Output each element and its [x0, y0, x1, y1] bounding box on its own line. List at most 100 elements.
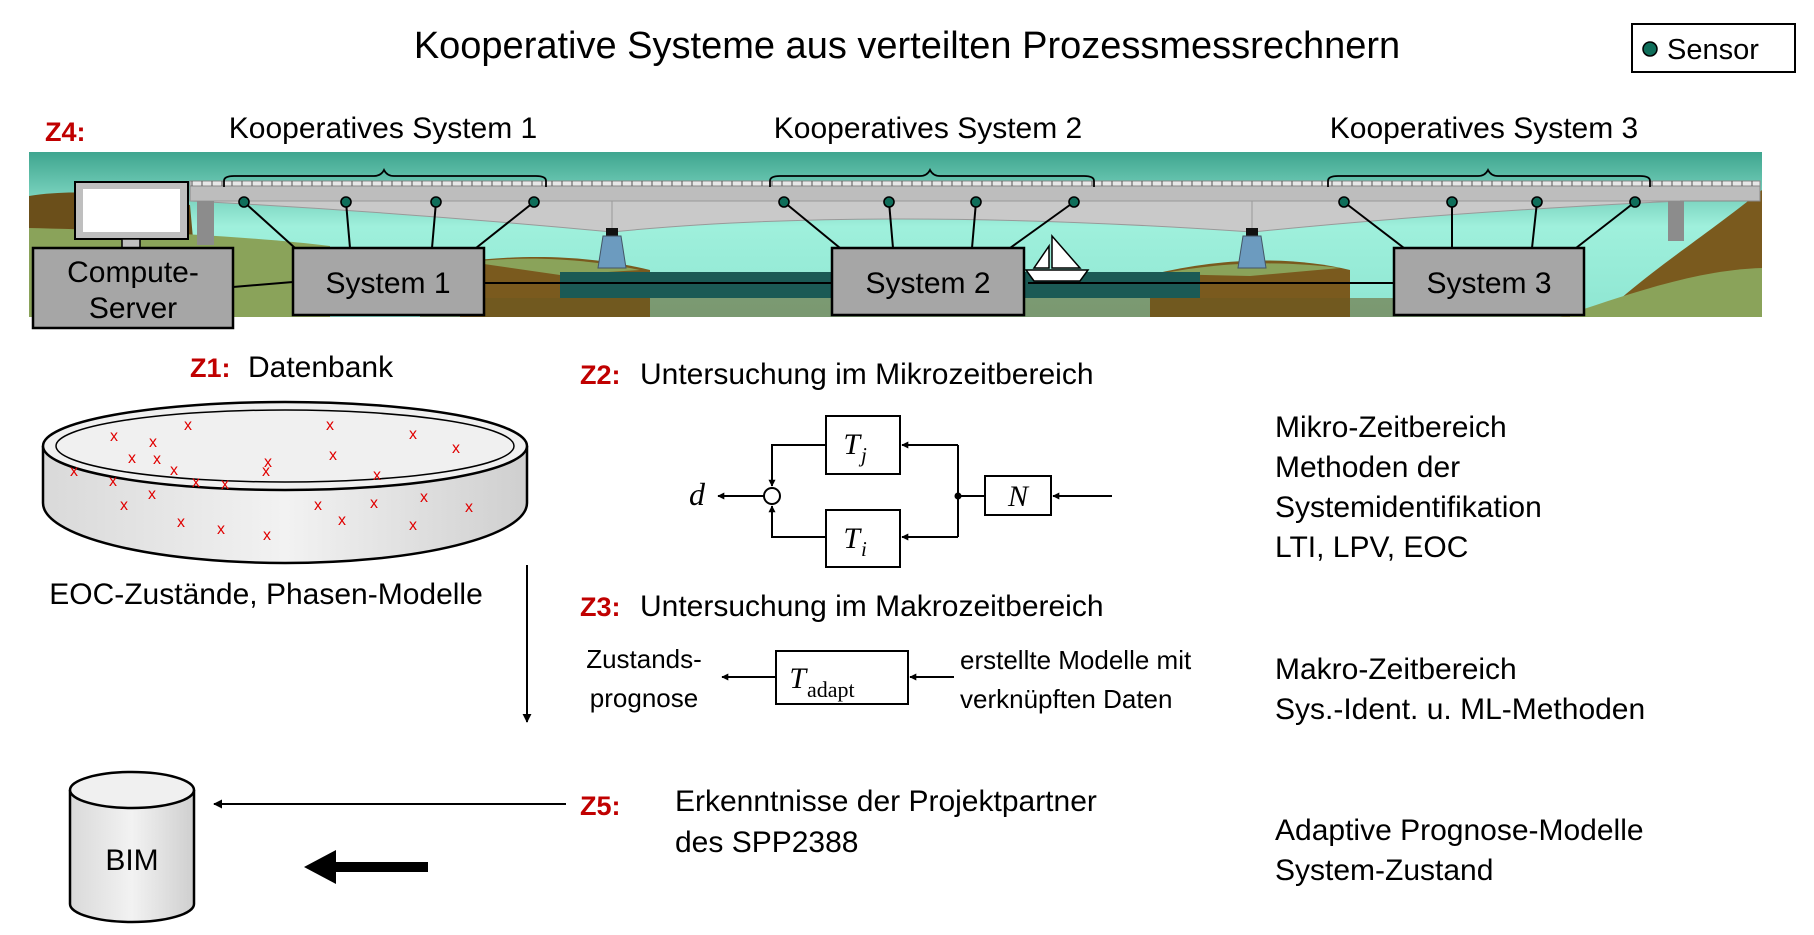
micro-block-diagram: T j T i N d	[689, 415, 1112, 568]
database-marker: x	[338, 512, 346, 529]
zone-z1-label: Datenbank	[248, 351, 394, 384]
database-marker: x	[149, 434, 157, 451]
sensor-dot	[778, 196, 790, 208]
sensor-dot	[1531, 196, 1543, 208]
database-marker: x	[184, 417, 192, 434]
database-marker: x	[409, 517, 417, 534]
bim-label: BIM	[105, 844, 158, 877]
zone-z3-tag: Z3:	[580, 592, 621, 622]
database-marker: x	[420, 489, 428, 506]
database-marker: x	[192, 474, 200, 491]
sensor-dot	[970, 196, 982, 208]
zone-z3-heading: Z3: Untersuchung im Makrozeitbereich	[580, 590, 1104, 623]
bridge-railing-posts	[191, 181, 1753, 186]
zone-z1-heading: Z1: Datenbank	[190, 351, 394, 384]
compute-server-label-line2: Server	[89, 292, 177, 325]
thick-arrow-to-bim	[304, 850, 428, 884]
database-marker: x	[109, 473, 117, 490]
abutment-right	[1668, 201, 1684, 241]
sensor-dot	[883, 196, 895, 208]
adaptive-note-line: Adaptive Prognose-Modelle	[1275, 814, 1644, 847]
database-marker: x	[170, 462, 178, 479]
zone-z3-label: Untersuchung im Makrozeitbereich	[640, 590, 1104, 623]
monitor-icon	[74, 181, 189, 249]
partners-line2: des SPP2388	[675, 826, 858, 859]
macro-right-line2: verknüpften Daten	[960, 684, 1172, 714]
sum-node	[763, 487, 781, 505]
block-tadapt-subscript: adapt	[807, 677, 855, 702]
system-1-label: System 1	[325, 267, 450, 300]
database-marker: x	[148, 486, 156, 503]
macro-right-line1: erstellte Modelle mit	[960, 645, 1192, 675]
database-marker: x	[465, 499, 473, 516]
block-tj	[825, 415, 901, 475]
bridge-scene: Compute- Server System 1 System 2 System…	[29, 152, 1762, 330]
sensor-dot	[238, 196, 250, 208]
zone-z1-tag: Z1:	[190, 353, 231, 383]
adaptive-note-line: System-Zustand	[1275, 854, 1493, 887]
zone-z2-tag: Z2:	[580, 360, 621, 390]
partners-line1: Erkenntnisse der Projektpartner	[675, 785, 1097, 818]
macro-left-line1: Zustands-	[586, 644, 702, 674]
database-marker: x	[221, 476, 229, 493]
sensor-dot	[1068, 196, 1080, 208]
database-marker: x	[177, 514, 185, 531]
micro-note-line: Methoden der	[1275, 451, 1460, 484]
block-tj-subscript: j	[858, 443, 867, 467]
database-marker: x	[409, 426, 417, 443]
pier-right	[1237, 228, 1267, 269]
brace-system-1	[223, 167, 547, 187]
macro-notes: Makro-Zeitbereich Sys.-Ident. u. ML-Meth…	[1275, 653, 1645, 726]
kooperatives-system-2-label: Kooperatives System 2	[774, 112, 1082, 145]
database-marker: x	[128, 450, 136, 467]
block-ti-subscript: i	[861, 537, 867, 561]
brace-system-3	[1327, 167, 1651, 187]
block-tj-symbol: T	[843, 428, 862, 461]
junction-dot	[954, 492, 962, 500]
zone-z5-tag: Z5:	[580, 791, 621, 821]
macro-note-line: Sys.-Ident. u. ML-Methoden	[1275, 693, 1645, 726]
network-cables	[232, 201, 1636, 288]
database-marker: x	[217, 521, 225, 538]
database-marker: x	[70, 463, 78, 480]
sensor-dot	[340, 196, 352, 208]
abutment-left	[197, 201, 214, 245]
block-tadapt-symbol: T	[789, 662, 808, 695]
bim-cylinder: BIM	[68, 770, 196, 924]
brace-system-2	[769, 167, 1095, 187]
kooperatives-system-1-label: Kooperatives System 1	[229, 112, 537, 145]
pier-left	[597, 228, 627, 269]
database-marker: x	[370, 495, 378, 512]
kooperatives-system-3-label: Kooperatives System 3	[1330, 112, 1638, 145]
micro-note-line: LTI, LPV, EOC	[1275, 531, 1468, 564]
compute-server-label-line1: Compute-	[67, 256, 199, 289]
block-ti	[825, 509, 901, 568]
database-marker: x	[326, 417, 334, 434]
sailboat-icon	[1024, 234, 1090, 282]
sensor-legend: Sensor	[1631, 23, 1796, 73]
sensor-dot	[1338, 196, 1350, 208]
micro-note-line: Systemidentifikation	[1275, 491, 1542, 524]
output-d-symbol: d	[689, 476, 706, 512]
bridge-railing	[189, 180, 1761, 187]
database-marker: x	[153, 451, 161, 468]
adaptive-notes: Adaptive Prognose-Modelle System-Zustand	[1275, 814, 1644, 887]
macro-note-line: Makro-Zeitbereich	[1275, 653, 1517, 686]
page-title: Kooperative Systeme aus verteilten Proze…	[414, 25, 1400, 67]
database-marker: x	[264, 454, 272, 471]
block-ti-symbol: T	[843, 522, 862, 555]
macro-block-diagram: T adapt Zustands- prognose erstellte Mod…	[586, 644, 1192, 714]
sensor-dot	[528, 196, 540, 208]
sensors	[238, 196, 1641, 208]
sensor-dot	[430, 196, 442, 208]
sensor-legend-dot	[1642, 41, 1658, 57]
database-marker: x	[110, 428, 118, 445]
micro-notes: Mikro-Zeitbereich Methoden der Systemide…	[1275, 411, 1542, 564]
system-3-box: System 3	[1392, 246, 1586, 317]
micro-note-line: Mikro-Zeitbereich	[1275, 411, 1507, 444]
block-tadapt	[775, 650, 909, 705]
database-marker: x	[262, 463, 270, 480]
zone-z2-heading: Z2: Untersuchung im Mikrozeitbereich	[580, 358, 1094, 391]
